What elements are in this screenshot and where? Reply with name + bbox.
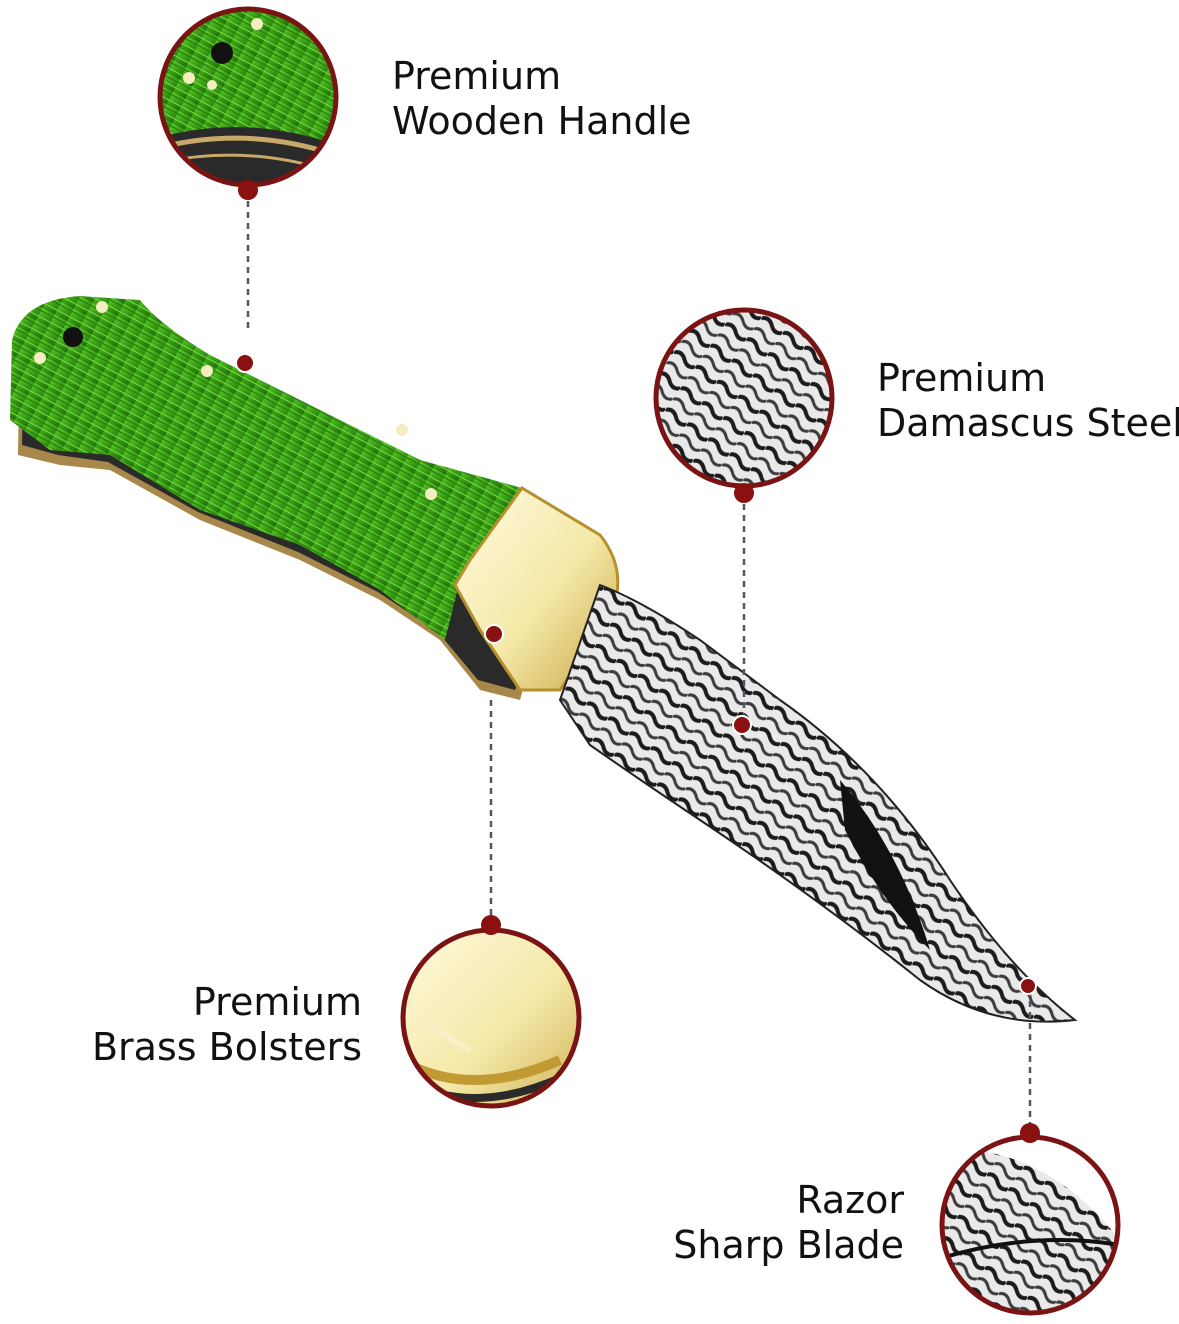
callout-label-steel: Premium Damascus Steel bbox=[877, 356, 1179, 446]
callout-steel-line2: Damascus Steel bbox=[877, 401, 1179, 445]
callout-blade-line2: Sharp Blade bbox=[673, 1223, 904, 1267]
zoom-circle-blade bbox=[939, 1123, 1121, 1316]
callout-bolsters-line2: Brass Bolsters bbox=[91, 1025, 362, 1069]
callout-label-bolsters: Premium Brass Bolsters bbox=[92, 980, 362, 1070]
zoom-circle-handle bbox=[157, 6, 339, 200]
zoom-circle-bolsters bbox=[400, 915, 582, 1109]
knife-illustration bbox=[10, 296, 1078, 1023]
wooden-handle bbox=[10, 296, 522, 640]
connector-lines bbox=[246, 190, 1032, 1130]
callout-label-handle: Premium Wooden Handle bbox=[392, 54, 692, 144]
callout-blade-line1: Razor bbox=[796, 1178, 904, 1222]
callout-handle-line1: Premium bbox=[392, 54, 562, 98]
callout-label-blade: Razor Sharp Blade bbox=[673, 1178, 904, 1268]
damascus-blade bbox=[558, 583, 1078, 1023]
zoom-circle-steel bbox=[653, 307, 835, 503]
anchor-dots bbox=[235, 353, 1037, 995]
lanyard-hole bbox=[63, 327, 83, 347]
callout-bolsters-line1: Premium bbox=[192, 980, 362, 1024]
callout-steel-line1: Premium bbox=[877, 356, 1047, 400]
callout-handle-line2: Wooden Handle bbox=[392, 99, 692, 143]
